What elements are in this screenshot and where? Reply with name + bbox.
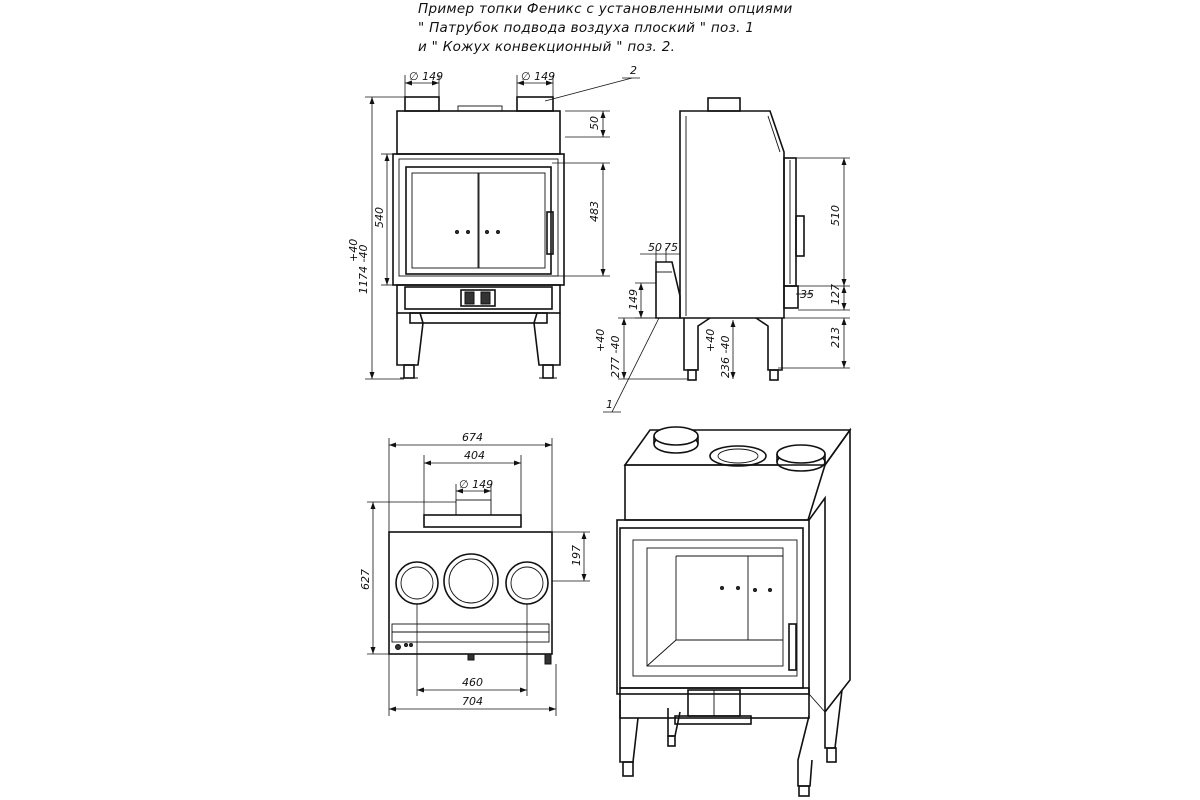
- side-dim-510: 510: [829, 205, 842, 226]
- side-dim-127: 127: [829, 284, 842, 305]
- top-dim-460: 460: [462, 676, 483, 689]
- side-body: [679, 110, 785, 319]
- title-line-3: и " Кожух конвекционный " поз. 2.: [418, 39, 676, 55]
- top-dim-704: 704: [462, 695, 483, 708]
- callout-2: 2: [630, 64, 637, 77]
- top-outlet-right: [505, 561, 549, 605]
- front-outlet-right: [516, 96, 554, 112]
- front-dim-1174: 1174 -40: [357, 245, 370, 294]
- side-dim-277-plus: +40: [594, 329, 607, 352]
- side-dim-213: 213: [829, 327, 842, 348]
- callout-1: 1: [606, 398, 613, 411]
- top-body: [388, 531, 553, 655]
- side-dim-149: 149: [627, 289, 640, 310]
- iso-door-handle: [788, 623, 797, 671]
- top-dim-627: 627: [359, 569, 372, 590]
- air-inlet-pipe: [655, 261, 681, 319]
- front-dim-540: 540: [373, 207, 386, 228]
- front-body: [392, 153, 565, 286]
- top-outlet-left: [395, 561, 439, 605]
- side-dim-236: 236 -40: [719, 336, 732, 378]
- title-line-2: " Патрубок подвода воздуха плоский " поз…: [418, 20, 755, 36]
- top-view: 674 404 ∅ 149 627 197 460 704: [359, 431, 590, 716]
- front-dim-50: 50: [588, 116, 601, 130]
- side-view: 50 75 149 277 -40 +40 236 -40 +40 510 35…: [594, 97, 850, 413]
- front-convection-casing: [396, 110, 561, 155]
- front-dim-1174-plus: +40: [347, 239, 360, 262]
- side-dim-236-plus: +40: [704, 329, 717, 352]
- front-outlet-left: [404, 96, 440, 112]
- top-dim-674: 674: [462, 431, 483, 444]
- front-view: ∅ 149 ∅ 149 2 50 483 540 1174 -40 +40: [347, 64, 640, 380]
- top-dim-404: 404: [464, 449, 485, 462]
- drawing-title: Пример топки Феникс с установленными опц…: [418, 0, 793, 57]
- iso-door: [619, 527, 804, 689]
- iso-body-front: [616, 519, 810, 695]
- side-outlet: [707, 97, 741, 112]
- front-dia-left-label: ∅ 149: [409, 70, 443, 83]
- side-dim-35: 35: [800, 288, 814, 301]
- iso-casing-front: [624, 464, 827, 521]
- title-line-1: Пример топки Феникс с установленными опц…: [418, 1, 793, 17]
- iso-outlet-center: [709, 445, 767, 467]
- front-dim-483: 483: [588, 201, 601, 222]
- side-dim-50: 50: [648, 241, 662, 254]
- top-outlet-center: [443, 553, 499, 609]
- top-door-edge: [423, 514, 522, 528]
- front-door: [405, 166, 552, 275]
- front-air-regulator: [460, 289, 496, 307]
- front-dia-right-label: ∅ 149: [521, 70, 555, 83]
- top-dim-dia149: ∅ 149: [459, 478, 493, 491]
- side-dim-277: 277 -40: [609, 336, 622, 378]
- side-dim-75: 75: [664, 241, 678, 254]
- isometric-view: [616, 426, 852, 797]
- top-dim-197: 197: [570, 545, 583, 566]
